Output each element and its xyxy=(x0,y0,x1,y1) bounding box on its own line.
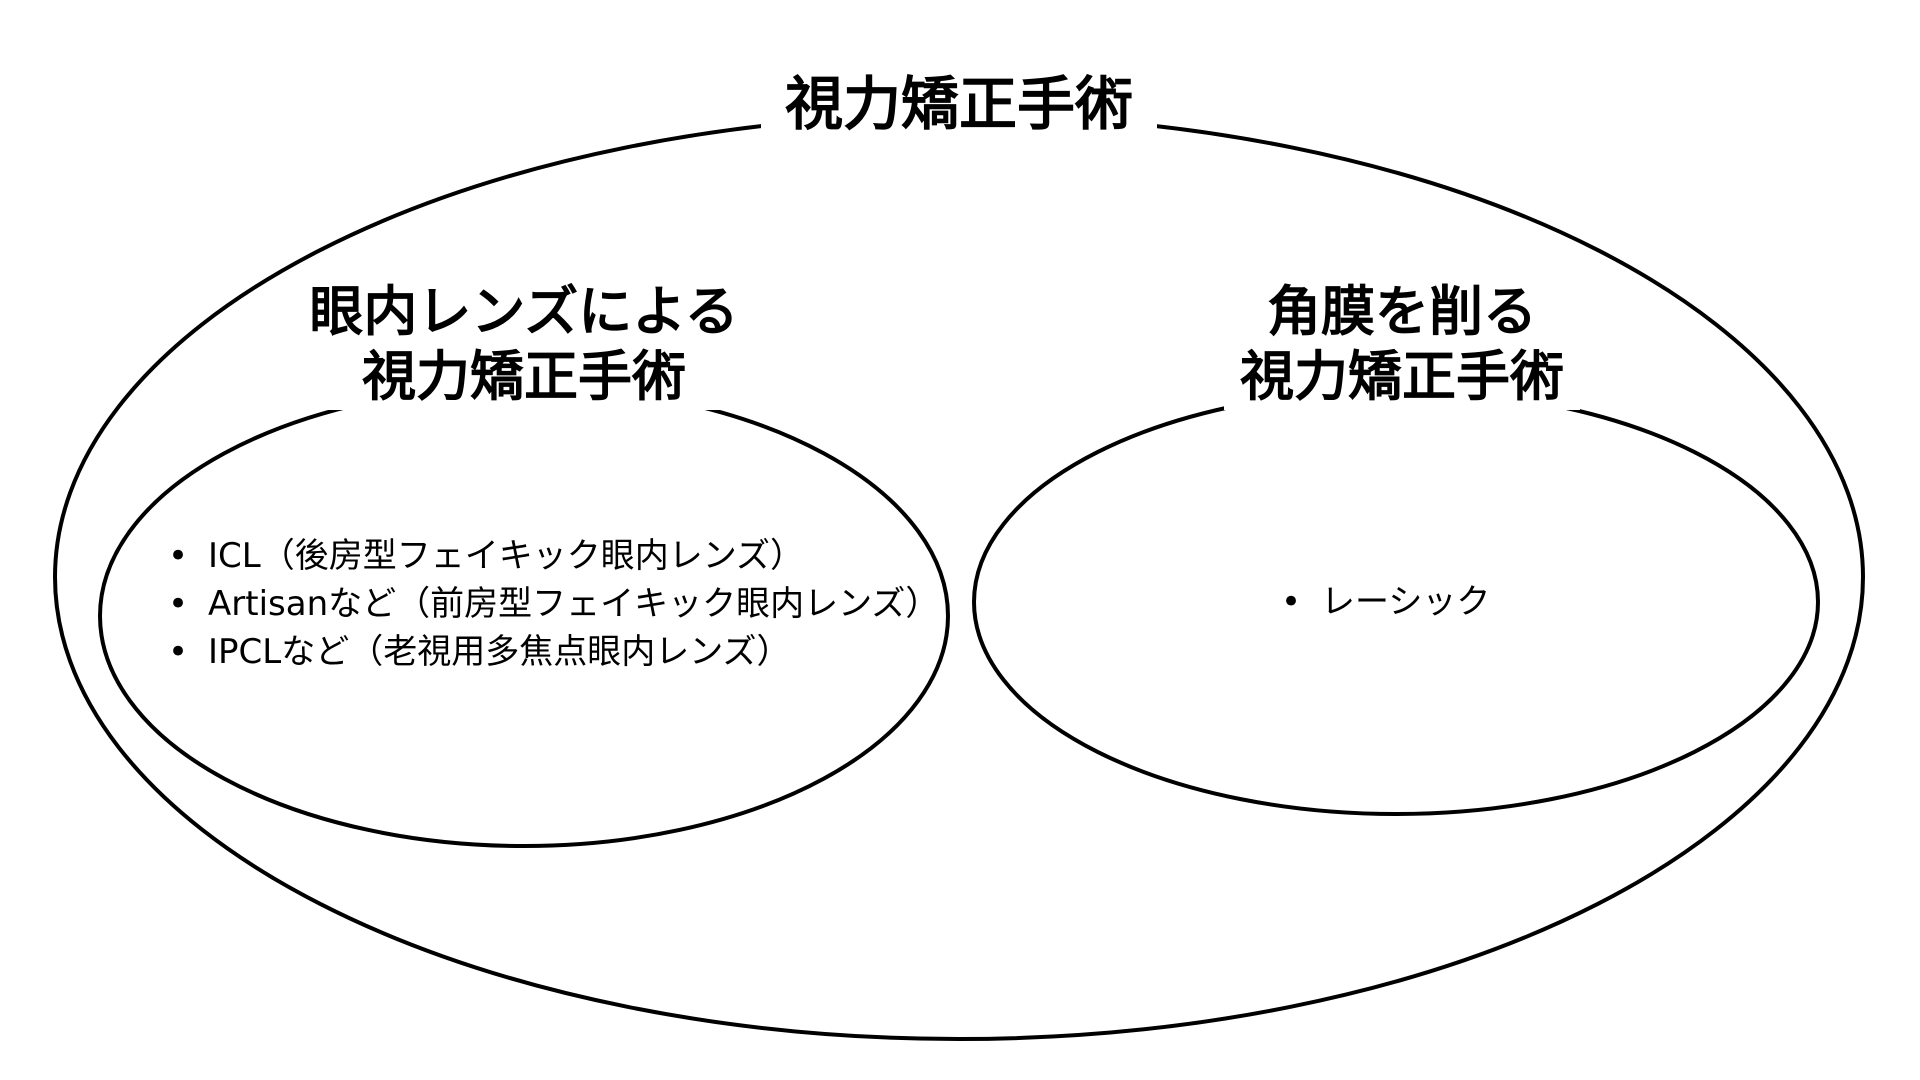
list-item: ICL（後房型フェイキック眼内レンズ） xyxy=(168,532,939,580)
list-item: レーシック xyxy=(1281,578,1490,626)
left-bullet-list: ICL（後房型フェイキック眼内レンズ） Artisanなど（前房型フェイキック眼… xyxy=(168,532,939,676)
left-title-line1: 眼内レンズによる xyxy=(309,280,739,343)
list-item: Artisanなど（前房型フェイキック眼内レンズ） xyxy=(168,580,939,628)
right-title-line2: 視力矯正手術 xyxy=(1240,344,1564,408)
left-group-title: 眼内レンズによる 視力矯正手術 xyxy=(293,280,755,410)
list-item: IPCLなど（老視用多焦点眼内レンズ） xyxy=(168,628,939,676)
main-title: 視力矯正手術 xyxy=(760,70,1158,140)
left-title-line2: 視力矯正手術 xyxy=(362,344,686,408)
right-title-line1: 角膜を削る xyxy=(1267,280,1537,343)
right-group-title: 角膜を削る 視力矯正手術 xyxy=(1224,280,1580,410)
right-bullet-list: レーシック xyxy=(1281,578,1490,626)
